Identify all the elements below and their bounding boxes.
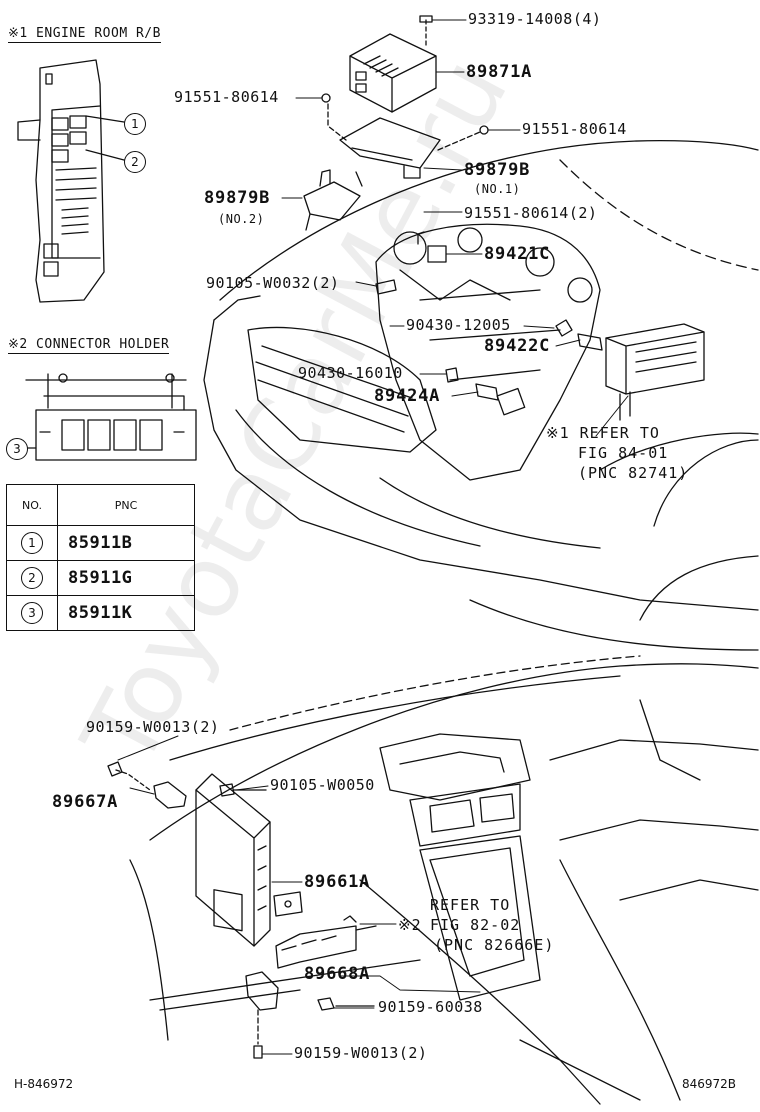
table-header-pnc: PNC [57, 484, 195, 526]
table-cell-pnc[interactable]: 85911B [57, 525, 195, 561]
table-cell-pnc[interactable]: 85911K [57, 595, 195, 631]
car-front-illustration [203, 139, 759, 651]
bracket-89667A-illustration [107, 761, 267, 809]
part-label-89421C[interactable]: 89421C [484, 244, 551, 264]
part-label-90430-12005[interactable]: 90430-12005 [406, 316, 511, 334]
footer-id-left: H-846972 [14, 1077, 74, 1091]
connector-holder-illustration [25, 373, 197, 461]
ref-note-2-line1: REFER TO [430, 896, 511, 914]
ref-note-2-line3: (PNC 82666E) [434, 936, 555, 954]
ecm-illustration [195, 773, 303, 947]
table-row[interactable]: 1 85911B [6, 525, 195, 561]
connector-89668A-illustration [275, 915, 377, 969]
part-label-89668A[interactable]: 89668A [304, 964, 371, 984]
leader-lines-top [281, 19, 629, 437]
table-cell-no: 1 [6, 525, 58, 561]
part-label-89667A[interactable]: 89667A [52, 792, 119, 812]
part-label-89879B-no2[interactable]: 89879B [204, 188, 271, 208]
engine-room-rb-illustration [17, 59, 125, 303]
part-label-no1: (NO.1) [474, 182, 521, 196]
part-label-90105-W0032[interactable]: 90105-W0032(2) [206, 274, 340, 292]
part-label-89661A[interactable]: 89661A [304, 872, 371, 892]
callout-3[interactable]: 3 [6, 438, 28, 460]
ref-note-2-mark: ※2 [398, 916, 422, 934]
part-label-89879B-no1[interactable]: 89879B [464, 160, 531, 180]
dashboard-illustration [129, 655, 759, 1105]
table-header-row: NO. PNC [6, 484, 195, 526]
section-connector-holder: ※2 CONNECTOR HOLDER [8, 337, 170, 354]
engine-illustration [375, 223, 601, 481]
callout-2[interactable]: 2 [124, 151, 146, 173]
ref-note-1-line3: (PNC 82741) [578, 464, 689, 482]
table-cell-pnc[interactable]: 85911G [57, 560, 195, 596]
ecu-top-illustration [349, 15, 437, 113]
part-label-91551-80614-2[interactable]: 91551-80614(2) [464, 204, 598, 222]
ref-note-2-line2[interactable]: FIG 82-02 [430, 916, 521, 934]
side-ecu-illustration [605, 323, 705, 421]
part-label-91551-80614-b[interactable]: 91551-80614 [522, 120, 627, 138]
table-row[interactable]: 3 85911K [6, 595, 195, 631]
part-label-90430-16010[interactable]: 90430-16010 [298, 364, 403, 382]
bracket-no2-illustration [303, 169, 363, 231]
table-header-no: NO. [6, 484, 58, 526]
pnc-table: NO. PNC 1 85911B 2 85911G 3 85911K [6, 484, 195, 631]
ref-note-1-line2[interactable]: FIG 84-01 [578, 444, 669, 462]
part-label-89422C[interactable]: 89422C [484, 336, 551, 356]
callout-1[interactable]: 1 [124, 113, 146, 135]
leader-lines-bottom [117, 735, 481, 1055]
part-label-91551-80614-a[interactable]: 91551-80614 [174, 88, 279, 106]
table-cell-no: 3 [6, 595, 58, 631]
table-row[interactable]: 2 85911G [6, 560, 195, 596]
ref-note-1-line1: ※1 REFER TO [546, 424, 660, 442]
part-label-90105-W0050[interactable]: 90105-W0050 [270, 776, 375, 794]
part-label-93319-14008[interactable]: 93319-14008(4) [468, 10, 602, 28]
table-cell-no: 2 [6, 560, 58, 596]
part-label-no2: (NO.2) [218, 212, 265, 226]
bracket-no1-illustration [321, 93, 489, 179]
footer-id-right: 846972B [682, 1077, 737, 1091]
part-label-90159-W0013-bottom[interactable]: 90159-W0013(2) [294, 1044, 428, 1062]
section-engine-room-rb: ※1 ENGINE ROOM R/B [8, 26, 161, 43]
part-label-89424A[interactable]: 89424A [374, 386, 441, 406]
part-label-89871A[interactable]: 89871A [466, 62, 533, 82]
part-label-90159-60038[interactable]: 90159-60038 [378, 998, 483, 1016]
part-label-90159-W0013-top[interactable]: 90159-W0013(2) [86, 718, 220, 736]
